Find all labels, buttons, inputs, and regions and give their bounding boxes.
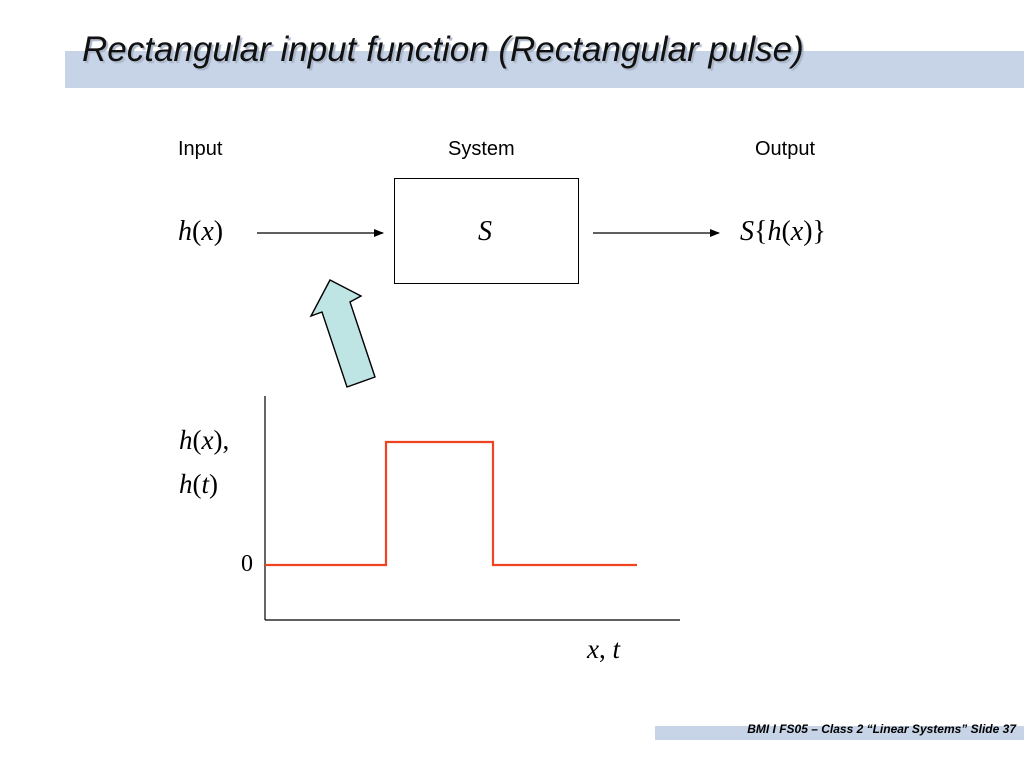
- system-heading: System: [448, 138, 515, 160]
- graph-ylabel-line2: h(t): [179, 469, 219, 499]
- output-expression: S{h(x)}: [740, 216, 826, 247]
- output-heading: Output: [755, 138, 816, 160]
- rectangular-pulse-trace: [265, 440, 637, 567]
- system-block: [394, 178, 579, 284]
- footer-bar: [655, 726, 1024, 740]
- graph-xlabel: x, t: [587, 634, 620, 664]
- slide-footer: BMI I FS05 – Class 2 “Linear Systems” Sl…: [747, 722, 1016, 736]
- graph-ylabel-line1: h(x),: [179, 425, 230, 455]
- input-heading: Input: [178, 138, 223, 160]
- system-symbol: S: [478, 216, 492, 247]
- slide-title: Rectangular input function (Rectangular …: [82, 30, 804, 69]
- graph-zero-label: 0: [241, 551, 253, 577]
- block-arrow-up: [309, 279, 376, 388]
- input-expression: h(x): [178, 216, 224, 247]
- title-bar: [65, 51, 1024, 88]
